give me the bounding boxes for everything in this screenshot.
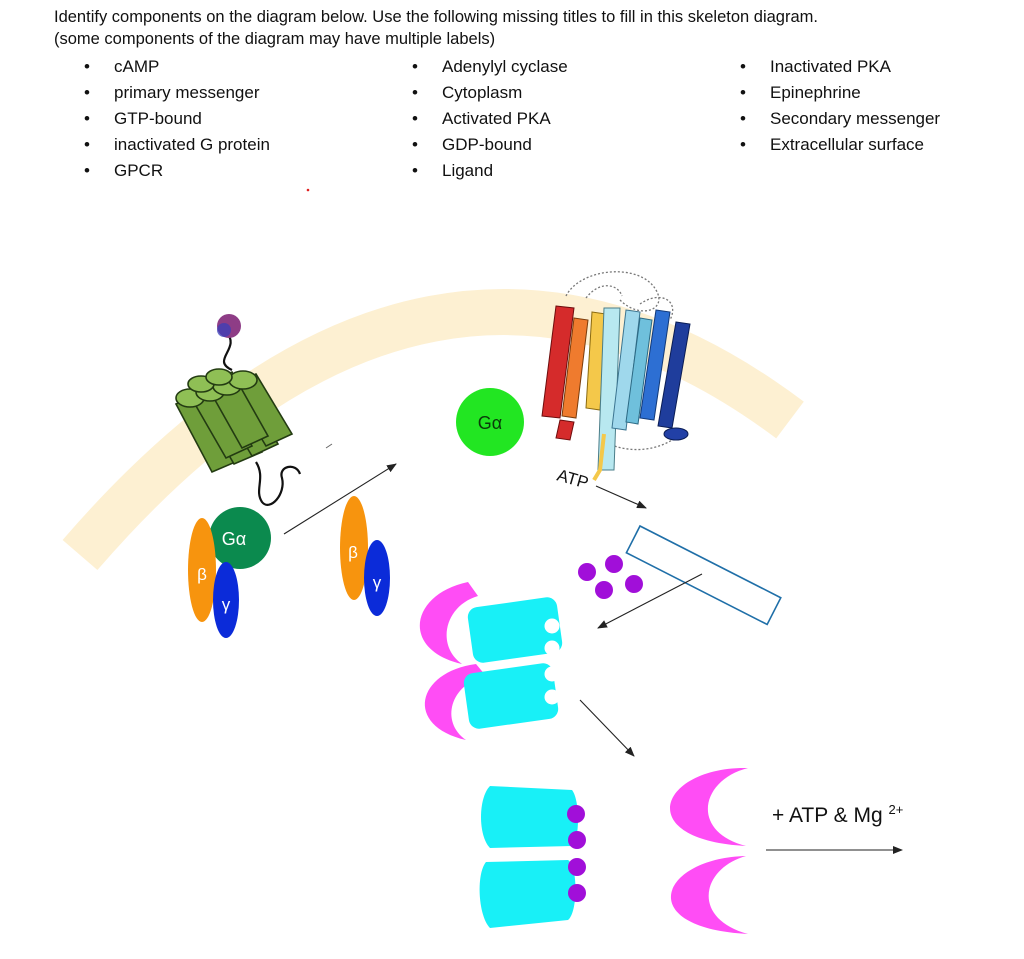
gpcr-helix-tops	[175, 368, 258, 408]
word-bank-item: Epinephrine	[740, 80, 940, 106]
camp-molecule	[568, 884, 586, 902]
word-bank-item: GDP-bound	[412, 132, 568, 158]
word-bank-item: Inactivated PKA	[740, 54, 940, 80]
camp-molecule	[568, 858, 586, 876]
beta-subunit-bound	[188, 518, 216, 622]
camp-molecule	[625, 575, 643, 593]
word-bank-item: Activated PKA	[412, 106, 568, 132]
camp-binding-sites	[544, 618, 560, 705]
cyclase-small-helix	[663, 427, 689, 441]
empty-binding-site	[544, 618, 560, 634]
gamma-subunit-bound	[213, 562, 239, 638]
beta-gamma-dimer: β γ	[340, 496, 390, 616]
pka-inactive-complex	[419, 582, 563, 740]
word-bank-item: inactivated G protein	[84, 132, 270, 158]
reaction-label-text: + ATP & Mg	[772, 804, 883, 827]
empty-binding-site	[544, 689, 560, 705]
word-bank-item: Ligand	[412, 158, 568, 184]
empty-binding-site	[544, 640, 560, 656]
beta-label-free: β	[348, 543, 358, 562]
cyclase-helix-red	[541, 305, 575, 419]
camp-molecule	[567, 805, 585, 823]
regulatory-subunits-with-camp	[479, 786, 586, 928]
pka-catalytic-subunit	[467, 597, 563, 663]
free-catalytic-subunit	[670, 767, 748, 846]
ligand-highlight	[217, 323, 231, 337]
cyclase-helix-blue	[639, 309, 671, 421]
regulatory-subunit-camp-bound	[481, 786, 578, 848]
cyclase-helix-lightblue	[597, 307, 621, 471]
stray-dash	[325, 443, 333, 449]
regulatory-subunit-camp-bound	[479, 860, 576, 928]
camp-molecule	[568, 831, 586, 849]
g-protein-bound: Gα β γ	[188, 507, 271, 638]
stray-mark	[306, 188, 310, 192]
gpcr-intracellular-tail	[255, 461, 302, 506]
g-alpha-label-free: Gα	[478, 413, 502, 433]
gamma-subunit-free	[364, 540, 390, 616]
atp-arrow	[595, 485, 647, 509]
cyclase-dotted-loops	[565, 271, 674, 321]
word-bank-item: Cytoplasm	[412, 80, 568, 106]
word-bank-item: Secondary messenger	[740, 106, 940, 132]
gamma-label-bound: γ	[222, 595, 231, 614]
camp-molecule	[578, 563, 596, 581]
beta-label-bound: β	[197, 565, 207, 584]
beta-subunit-free	[340, 496, 368, 600]
word-bank-column-3: Inactivated PKA Epinephrine Secondary me…	[740, 54, 940, 158]
gamma-label-free: γ	[373, 573, 382, 592]
word-bank-item: Adenylyl cyclase	[412, 54, 568, 80]
pka-regulatory-subunit	[419, 582, 478, 664]
cyclase-helix-cyan	[611, 309, 641, 431]
cyclase-helix-red-lower	[555, 419, 575, 441]
pka-catalytic-subunit	[463, 663, 559, 729]
empty-binding-site	[544, 666, 560, 682]
instructions: Identify components on the diagram below…	[54, 6, 818, 50]
word-bank-column-2: Adenylyl cyclase Cytoplasm Activated PKA…	[412, 54, 568, 184]
g-alpha-subunit-free	[456, 388, 524, 456]
camp-molecule	[605, 555, 623, 573]
dissociation-arrow	[283, 463, 397, 535]
cyclase-yellow-strand	[592, 433, 606, 482]
empty-label-box	[625, 524, 782, 626]
instructions-line2: (some components of the diagram may have…	[54, 30, 496, 48]
pka-regulatory-subunit	[424, 664, 486, 740]
word-bank-item: primary messenger	[84, 80, 270, 106]
word-bank-item: cAMP	[84, 54, 270, 80]
word-bank-item: GPCR	[84, 158, 270, 184]
camp-to-pka-arrow	[597, 573, 703, 629]
camp-molecule	[595, 581, 613, 599]
word-bank-column-1: cAMP primary messenger GTP-bound inactiv…	[84, 54, 270, 184]
instructions-line1: Identify components on the diagram below…	[54, 8, 818, 26]
pka-dissociation-arrow	[579, 699, 635, 757]
word-bank-item: GTP-bound	[84, 106, 270, 132]
free-catalytic-subunit	[670, 856, 748, 934]
word-bank-item: Extracellular surface	[740, 132, 940, 158]
bound-camp	[567, 805, 586, 902]
cell-membrane	[62, 289, 804, 571]
gpcr-helices	[174, 370, 294, 474]
reaction-label-superscript: 2+	[889, 802, 904, 817]
cyclase-helix-orange	[561, 317, 589, 419]
gpcr-receptor	[174, 314, 302, 506]
adenylyl-cyclase	[541, 271, 691, 482]
camp-molecules	[578, 555, 643, 599]
atp-label: ATP	[555, 466, 591, 493]
g-alpha-label-bound: Gα	[222, 529, 246, 549]
reaction-label: + ATP & Mg 2+	[772, 802, 903, 827]
cyclase-helix-teal	[625, 317, 653, 425]
g-alpha-subunit-bound	[209, 507, 271, 569]
